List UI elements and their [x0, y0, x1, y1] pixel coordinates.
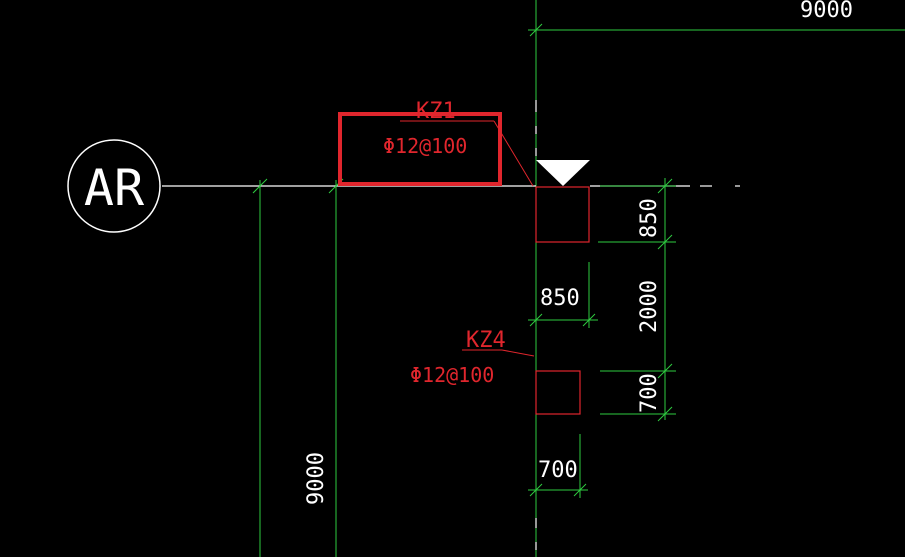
left-span-label: 9000 [304, 452, 329, 505]
kz4-leader [462, 349, 535, 357]
section-mark-icon[interactable] [536, 160, 590, 186]
top-span-label: 9000 [800, 0, 853, 23]
kz4-height-dimension [600, 363, 676, 422]
axis-bubble[interactable]: AR [67, 139, 161, 233]
kz1-rebar: Φ12@100 [383, 134, 467, 158]
kz4-tag: KZ4 [466, 328, 506, 353]
column-kz4[interactable] [535, 370, 581, 415]
kz1-width-dimension [528, 262, 598, 328]
top-dimension [528, 0, 905, 557]
kz1-height-label: 850 [637, 198, 662, 238]
kz4-width-label: 700 [538, 458, 578, 483]
column-kz1[interactable] [535, 186, 590, 243]
kz4-rebar: Φ12@100 [410, 363, 494, 387]
highlight-box[interactable] [338, 112, 502, 186]
spacing-label: 2000 [637, 280, 662, 333]
kz4-height-label: 700 [637, 373, 662, 413]
kz4-width-dimension [528, 434, 588, 498]
axis-bubble-label: AR [84, 159, 145, 217]
kz1-height-dimension [598, 178, 676, 420]
kz1-width-label: 850 [540, 286, 580, 311]
left-dimension [252, 178, 344, 557]
kz1-tag: KZ1 [416, 99, 456, 124]
